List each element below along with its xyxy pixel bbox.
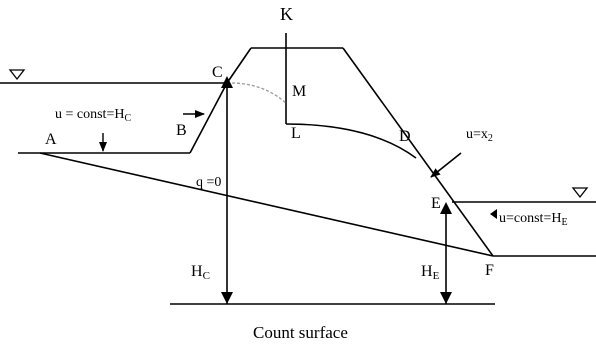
- arrow-icon: [490, 209, 497, 219]
- u-he-label: u=const=HE: [499, 211, 568, 228]
- label-m: M: [292, 83, 306, 100]
- label-l: L: [291, 125, 301, 142]
- label-k: K: [280, 4, 293, 24]
- impervious-base-line: [39, 152, 494, 257]
- water-level-triangle-icon: [571, 187, 589, 199]
- he-arrow-head-top: [440, 202, 452, 214]
- upper-upstream-slope: [226, 47, 252, 84]
- phreatic-line-dashed: [226, 82, 287, 104]
- label-d: D: [399, 128, 411, 145]
- he-label: HE: [421, 263, 440, 282]
- hc-arrow-head-top: [221, 76, 233, 88]
- he-arrow-head-bottom: [440, 292, 452, 304]
- label-f: F: [485, 262, 494, 279]
- upstream-water-level: [0, 69, 227, 84]
- hc-label: HC: [191, 263, 210, 282]
- hc-arrow-head-bottom: [221, 292, 233, 304]
- water-level-triangle-icon: [8, 69, 26, 81]
- u-hc-label: u = const=HC: [55, 107, 131, 124]
- downstream-face: [342, 47, 494, 257]
- downstream-water-level: [452, 187, 596, 203]
- label-c: C: [212, 64, 223, 81]
- label-b: B: [176, 122, 187, 139]
- u-x2-label: u=x2: [466, 127, 493, 144]
- caption: Count surface: [253, 323, 348, 342]
- q-zero-label: q =0: [196, 175, 221, 190]
- label-a: A: [45, 131, 57, 148]
- upstream-face: [189, 82, 228, 154]
- label-e: E: [431, 195, 441, 212]
- phreatic-line: [285, 123, 417, 159]
- arrow-icon: [430, 152, 462, 178]
